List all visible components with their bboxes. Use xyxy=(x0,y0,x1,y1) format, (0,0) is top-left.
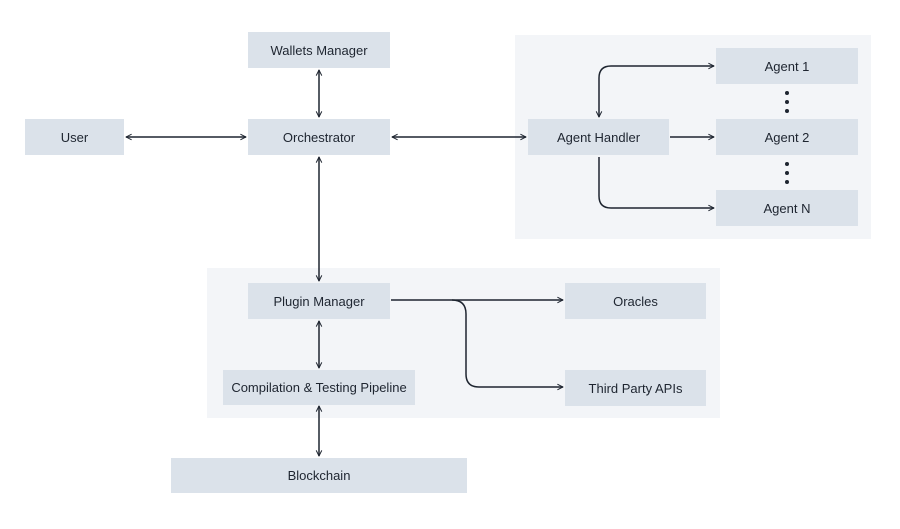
orchestrator-node: Orchestrator xyxy=(248,119,390,155)
agenthandler-agentn-edge xyxy=(598,157,714,208)
agent-1-node: Agent 1 xyxy=(716,48,858,84)
oracles-node: Oracles xyxy=(565,283,706,319)
wallets-manager-node: Wallets Manager xyxy=(248,32,390,68)
agent-handler-node: Agent Handler xyxy=(528,119,669,155)
user-node: User xyxy=(25,119,124,155)
plugin-manager-node: Plugin Manager xyxy=(248,283,390,319)
agent-n-node: Agent N xyxy=(716,190,858,226)
agent-2-node: Agent 2 xyxy=(716,119,858,155)
plugin-thirdparty-edge xyxy=(451,299,563,387)
third-party-apis-node: Third Party APIs xyxy=(565,370,706,406)
ellipsis-dot xyxy=(785,171,789,175)
ellipsis-dot xyxy=(785,109,789,113)
ellipsis-dot xyxy=(785,100,789,104)
ellipsis-dot xyxy=(785,180,789,184)
pipeline-node: Compilation & Testing Pipeline xyxy=(223,370,415,405)
blockchain-node: Blockchain xyxy=(171,458,467,493)
agenthandler-agent1-edge xyxy=(599,66,714,117)
ellipsis-dot xyxy=(785,91,789,95)
ellipsis-dot xyxy=(785,162,789,166)
